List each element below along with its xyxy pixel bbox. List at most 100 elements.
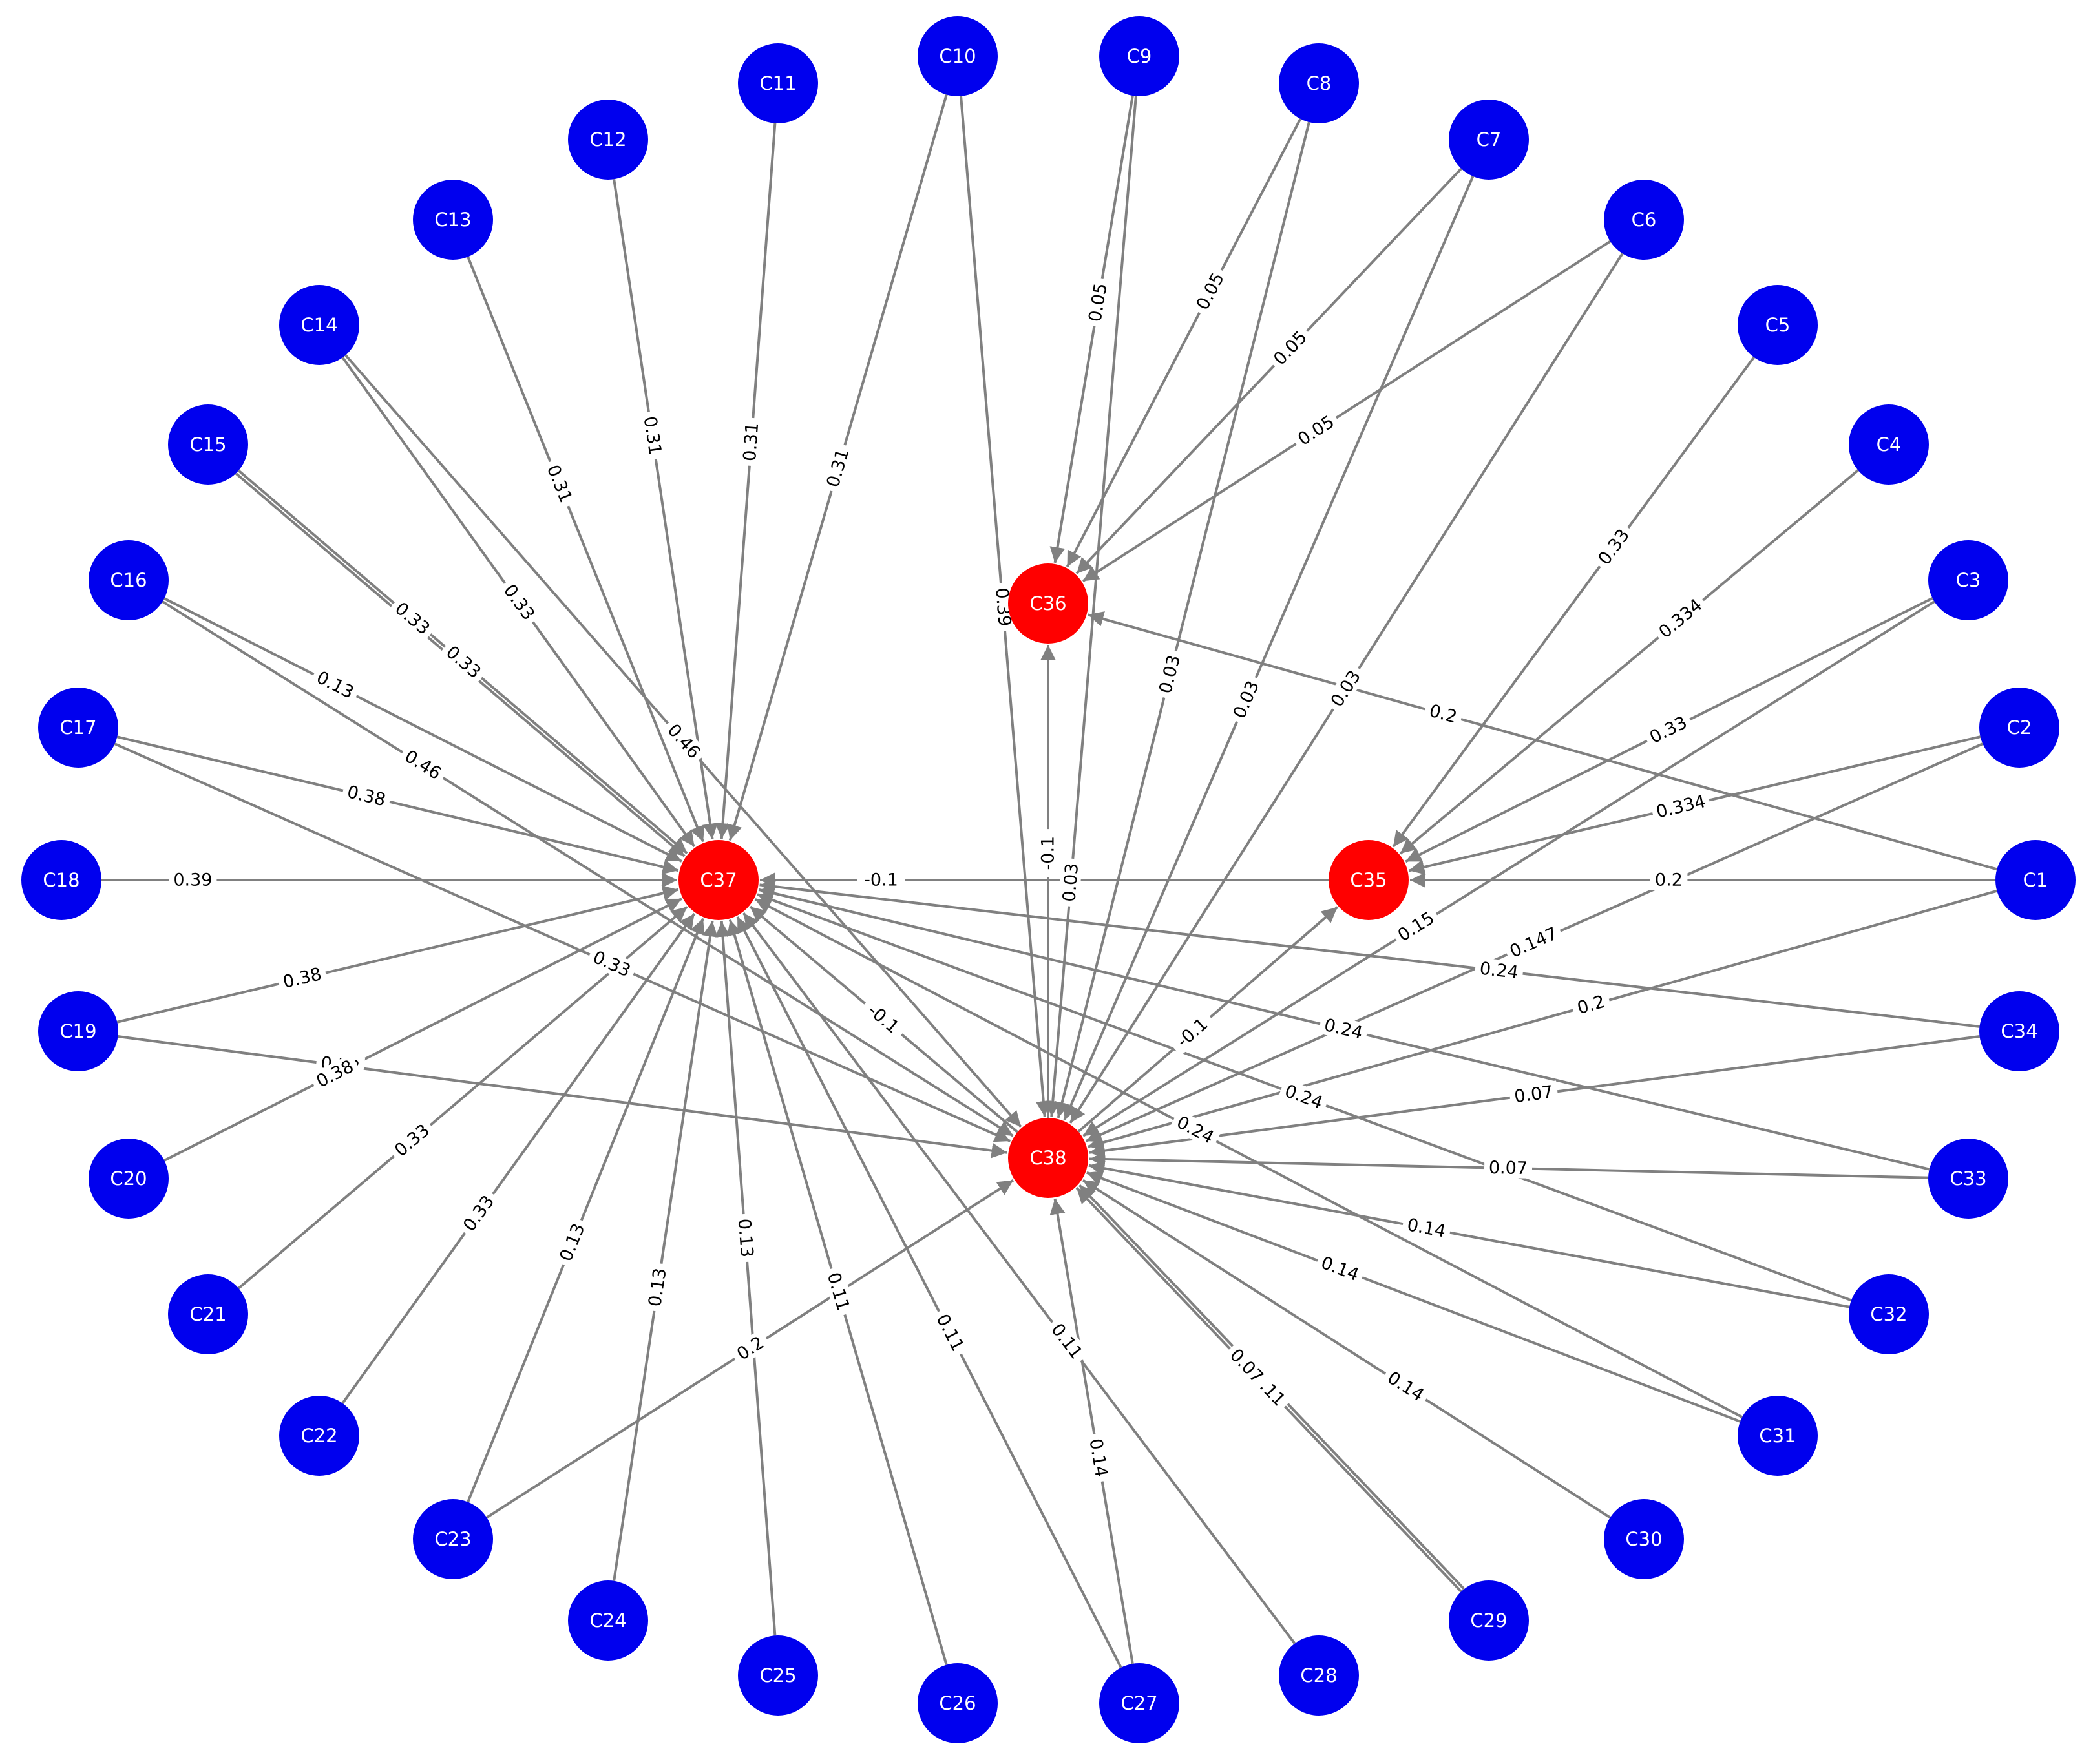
node-c13: C13 bbox=[413, 180, 493, 260]
edge-label: 0.147 bbox=[1502, 921, 1564, 963]
node-c22: C22 bbox=[279, 1396, 359, 1476]
edge-label: 0.11 bbox=[1044, 1316, 1090, 1367]
edge-c12-c37 bbox=[613, 179, 718, 839]
node-circle bbox=[1979, 991, 2059, 1071]
edge-weight-text: 0.31 bbox=[740, 422, 763, 462]
edge-c9-c36 bbox=[1049, 95, 1134, 563]
edge-label-background bbox=[439, 638, 489, 686]
edge-label: 0.31 bbox=[639, 410, 667, 461]
node-c7: C7 bbox=[1449, 100, 1529, 180]
edge-weight-text: 0.13 bbox=[313, 667, 357, 703]
edge-label: 0.24 bbox=[1474, 957, 1524, 983]
edge-label-background bbox=[1223, 1341, 1271, 1391]
node-label: C29 bbox=[1470, 1610, 1507, 1632]
node-label: C15 bbox=[189, 434, 226, 456]
edge-label-background bbox=[1323, 662, 1367, 715]
node-circle bbox=[1008, 563, 1088, 644]
edge-label: 0.31 bbox=[821, 442, 854, 494]
edge-c19-c37 bbox=[116, 885, 679, 1024]
edge-weight-text: 0.334 bbox=[1655, 595, 1706, 642]
edge-c6-c36 bbox=[1082, 240, 1611, 583]
node-label: C2 bbox=[2007, 717, 2032, 739]
edge-c19-c38 bbox=[118, 1035, 1007, 1159]
edge-label: 0.46 bbox=[397, 743, 449, 786]
edge-label: 0.15 bbox=[1390, 905, 1442, 948]
node-label: C8 bbox=[1307, 72, 1332, 94]
edge-label-background bbox=[276, 962, 328, 994]
edge-label-background bbox=[1380, 1364, 1432, 1408]
node-label: C18 bbox=[43, 869, 79, 891]
node-label: C33 bbox=[1950, 1168, 1986, 1190]
edge-c4-c35 bbox=[1399, 469, 1859, 855]
edge-label: 0.03 bbox=[1226, 673, 1265, 726]
node-label: C10 bbox=[939, 45, 976, 67]
edge-label: 0.33 bbox=[456, 1188, 501, 1239]
edge-label-background bbox=[1401, 1213, 1452, 1243]
node-label: C38 bbox=[1029, 1147, 1066, 1169]
node-label: C11 bbox=[759, 72, 796, 94]
edge-label: 0.39 bbox=[991, 582, 1016, 632]
node-circle bbox=[1849, 1274, 1929, 1354]
edge-c13-c37 bbox=[467, 256, 705, 843]
edge-label: -0.1 bbox=[1037, 829, 1058, 877]
node-label: C31 bbox=[1759, 1425, 1796, 1447]
node-label: C7 bbox=[1477, 129, 1502, 151]
edge-label-background bbox=[1226, 673, 1265, 726]
edge-c8-c38 bbox=[1054, 121, 1310, 1118]
edge-weight-text: 0.38 bbox=[345, 782, 388, 810]
edge-c1-c36 bbox=[1088, 611, 1997, 871]
node-c36: C36 bbox=[1008, 563, 1088, 644]
node-label: C27 bbox=[1120, 1692, 1157, 1714]
edge-label-background bbox=[660, 716, 708, 766]
edge-label: 0.24 bbox=[1278, 1078, 1330, 1115]
node-label: C6 bbox=[1632, 209, 1657, 231]
edge-layer bbox=[101, 94, 1997, 1668]
node-c10: C10 bbox=[918, 16, 998, 96]
edge-label-background bbox=[1290, 408, 1342, 452]
node-circle bbox=[918, 16, 998, 96]
node-label: C9 bbox=[1127, 45, 1152, 67]
edge-c7-c36 bbox=[1075, 167, 1462, 574]
edge-label: 0.14 bbox=[1084, 1432, 1113, 1484]
edge-label-background bbox=[1318, 1013, 1369, 1045]
edge-label-background bbox=[1651, 591, 1710, 645]
edge-c22-c37 bbox=[341, 912, 696, 1404]
node-label: C30 bbox=[1625, 1528, 1662, 1550]
edge-label-background bbox=[859, 995, 909, 1042]
edge-label-background bbox=[1037, 829, 1058, 877]
node-c4: C4 bbox=[1849, 404, 1929, 485]
edge-label-background bbox=[822, 1265, 856, 1318]
node-circle bbox=[1279, 43, 1359, 123]
node-circle bbox=[1995, 840, 2076, 920]
node-c9: C9 bbox=[1099, 16, 1179, 96]
node-label: C35 bbox=[1350, 869, 1387, 891]
edge-c7-c38 bbox=[1063, 176, 1475, 1121]
edge-label-background bbox=[308, 1053, 361, 1094]
node-label: C25 bbox=[759, 1664, 796, 1686]
node-label: C36 bbox=[1029, 593, 1066, 614]
edge-label-background bbox=[930, 1307, 971, 1359]
node-label: C16 bbox=[110, 569, 147, 591]
edge-label: 0.334 bbox=[1650, 789, 1712, 823]
edge-weight-text: 0.334 bbox=[1654, 792, 1707, 823]
node-circle bbox=[168, 1274, 248, 1354]
node-circle bbox=[38, 688, 118, 768]
edge-label: 0.39 bbox=[169, 869, 217, 890]
edge-label: 0.31 bbox=[738, 417, 763, 467]
edge-weight-text: 0.07 bbox=[1513, 1082, 1555, 1108]
edge-c27-c38 bbox=[1049, 1198, 1134, 1664]
edge-c27-c37 bbox=[736, 916, 1122, 1668]
edge-weight-text: 0.11 bbox=[932, 1311, 968, 1355]
node-c6: C6 bbox=[1604, 180, 1684, 260]
edge-label: 0.07 bbox=[1508, 1080, 1559, 1108]
node-label: C23 bbox=[434, 1528, 471, 1550]
node-circle bbox=[1604, 180, 1684, 260]
edge-label-background bbox=[643, 1262, 671, 1313]
edge-label: 0.05 bbox=[1083, 277, 1112, 328]
node-c38: C38 bbox=[1008, 1118, 1088, 1198]
edge-label: 0.14 bbox=[1314, 1250, 1367, 1287]
edge-label: 0.05 bbox=[1290, 408, 1342, 452]
node-circle bbox=[89, 1139, 169, 1219]
edge-c3-c38 bbox=[1082, 600, 1935, 1137]
edge-c20-c37 bbox=[163, 898, 682, 1162]
